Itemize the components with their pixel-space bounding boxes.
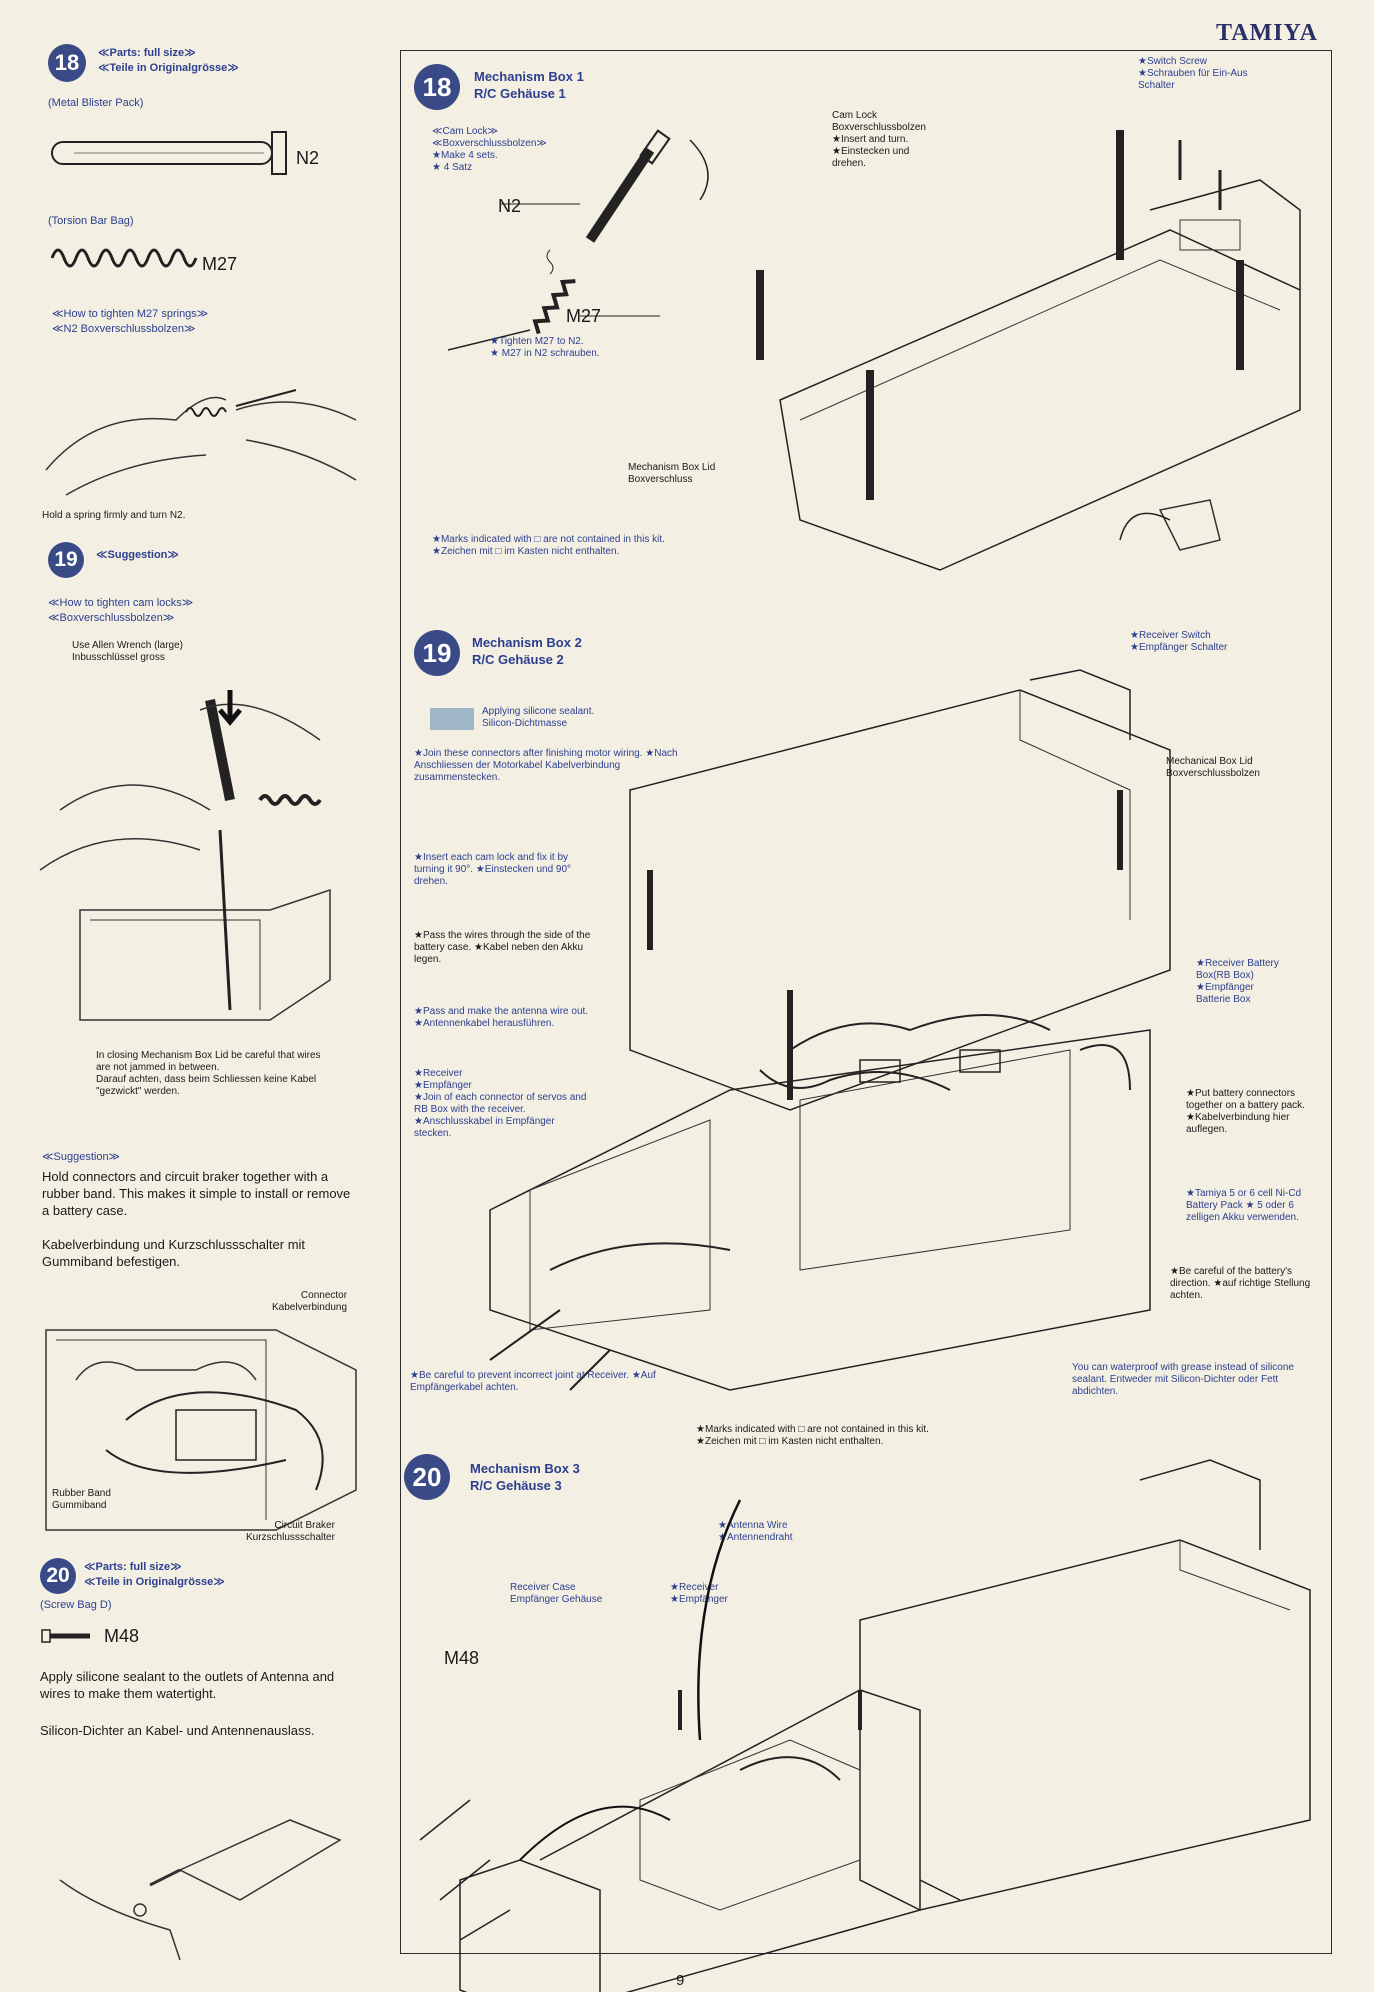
sealant-legend: Applying silicone sealant. Silicon-Dicht… — [482, 706, 595, 729]
s18-caption: Hold a spring firmly and turn N2. — [42, 510, 186, 521]
s18-howto-en: ≪How to tighten M27 springs≫ — [52, 308, 209, 320]
mb2-marks-note: ★Marks indicated with □ are not containe… — [696, 1424, 929, 1447]
box-lid-label: Mechanism Box Lid Boxverschluss — [628, 462, 716, 485]
s18-title-en: ≪Parts: full size≫ — [98, 47, 196, 59]
mb3-m48-label: M48 — [444, 1648, 480, 1668]
s20-text-de: Silicon-Dichter an Kabel- und Antennenau… — [40, 1723, 315, 1738]
mb1-title-de: R/C Gehäuse 1 — [474, 86, 566, 101]
grease-note: You can waterproof with grease instead o… — [1072, 1362, 1294, 1397]
mb1-title-en: Mechanism Box 1 — [474, 69, 584, 84]
brand-logo: TAMIYA — [1216, 20, 1319, 46]
m27-spring-drawing — [50, 248, 198, 268]
s19-howto-en: ≪How to tighten cam locks≫ — [48, 597, 194, 609]
tighten-note: ★Tighten M27 to N2. ★ M27 in N2 schraube… — [490, 336, 600, 359]
pass-wires-note: ★Pass the wires through the side of the … — [414, 930, 591, 965]
step-20-badge-left: 20 — [40, 1558, 76, 1594]
mb2-title-de: R/C Gehäuse 2 — [472, 652, 564, 667]
receiver-label: ★Receiver ★Empfänger — [670, 1582, 728, 1605]
cam-lock-hands-illustration — [39, 690, 331, 1021]
n2-label: N2 — [296, 148, 320, 168]
box-lid-bolt-label: Mechanical Box Lid Boxverschlussbolzen — [1166, 756, 1260, 779]
circuit-breaker-label: Circuit Braker Kurzschlussschalter — [246, 1520, 335, 1543]
s19-sugg-en: Hold connectors and circuit braker toget… — [42, 1169, 351, 1218]
mechanism-box-3-illustration — [419, 1459, 1311, 1992]
s18-bag2: (Torsion Bar Bag) — [48, 215, 134, 227]
s20-bag: (Screw Bag D) — [40, 1599, 112, 1611]
s20-part-label: M48 — [104, 1626, 140, 1646]
step-18-badge-main: 18 — [414, 64, 460, 110]
s19-title: ≪Suggestion≫ — [96, 549, 179, 561]
s18-howto-de: ≪N2 Boxverschlussbolzen≫ — [52, 323, 196, 335]
step-19-badge-main: 19 — [414, 630, 460, 676]
switch-screw-note: ★Switch Screw ★Schrauben für Ein-Aus Sch… — [1138, 56, 1248, 91]
sealant-swatch — [430, 708, 474, 730]
hands-spring-illustration — [45, 389, 357, 496]
n2-part-drawing — [51, 131, 287, 175]
mb1-m27-label: M27 — [566, 306, 602, 326]
camlock-left-note: ≪Cam Lock≫ ≪Boxverschlussbolzen≫ ★Make 4… — [432, 126, 547, 173]
mechanism-box-2-illustration — [489, 669, 1171, 1391]
connector-label: Connector Kabelverbindung — [272, 1290, 348, 1313]
battery-rubber-band-illustration — [45, 1329, 357, 1531]
antenna-wire-label: ★Antenna Wire ★Antennendraht — [718, 1520, 793, 1543]
s19-howto-de: ≪Boxverschlussbolzen≫ — [48, 612, 175, 624]
s19-jam-note: In closing Mechanism Box Lid be careful … — [96, 1050, 321, 1097]
m48-screw-drawing — [41, 1629, 90, 1643]
n2-m27-assembly-illustration — [447, 129, 709, 351]
s19-wrench-label: Use Allen Wrench (large) Inbusschlüssel … — [72, 640, 183, 663]
s20-title-en: ≪Parts: full size≫ — [84, 1561, 182, 1573]
insert-camlock-note: ★Insert each cam lock and fix it by turn… — [414, 852, 572, 887]
tamiya-pack-note: ★Tamiya 5 or 6 cell Ni-Cd Battery Pack ★… — [1186, 1188, 1302, 1223]
put-battery-note: ★Put battery connectors together on a ba… — [1186, 1088, 1305, 1135]
antenna-out-note: ★Pass and make the antenna wire out. ★An… — [414, 1006, 589, 1029]
s19-sugg-title: ≪Suggestion≫ — [42, 1151, 121, 1163]
rubber-band-label: Rubber Band Gummiband — [52, 1488, 111, 1511]
s20-text-en: Apply silicone sealant to the outlets of… — [40, 1669, 335, 1701]
mb1-marks-note: ★Marks indicated with □ are not containe… — [432, 534, 665, 557]
sealant-tube-illustration — [59, 1819, 342, 1961]
step-19-badge: 19 — [48, 542, 84, 578]
mb1-n2-label: N2 — [498, 196, 522, 216]
receiver-case-label: Receiver Case Empfänger Gehäuse — [510, 1582, 603, 1605]
page-number: 9 — [676, 1972, 685, 1989]
mechanism-box-lid-illustration — [756, 130, 1301, 571]
s19-sugg-de: Kabelverbindung und Kurzschlussschalter … — [42, 1237, 306, 1269]
mb3-title-en: Mechanism Box 3 — [470, 1461, 580, 1476]
main-frame — [400, 50, 1332, 1954]
step-18-badge: 18 — [48, 44, 86, 82]
s18-title-de: ≪Teile in Originalgrösse≫ — [98, 62, 239, 74]
incorrect-joint-note: ★Be careful to prevent incorrect joint a… — [410, 1370, 656, 1393]
rb-box-label: ★Receiver Battery Box(RB Box) ★Empfänger… — [1196, 958, 1279, 1005]
receiver-switch-label: ★Receiver Switch ★Empfänger Schalter — [1130, 630, 1228, 653]
step-20-badge-main: 20 — [404, 1454, 450, 1500]
s18-bag1: (Metal Blister Pack) — [48, 97, 144, 109]
s20-title-de: ≪Teile in Originalgrösse≫ — [84, 1576, 225, 1588]
battery-direction-note: ★Be careful of the battery's direction. … — [1170, 1266, 1311, 1301]
camlock-right-note: Cam Lock Boxverschlussbolzen ★Insert and… — [832, 110, 926, 169]
receiver-join-note: ★Receiver ★Empfänger ★Join of each conne… — [414, 1068, 587, 1139]
mb2-title-en: Mechanism Box 2 — [472, 635, 582, 650]
m27-label: M27 — [202, 254, 238, 274]
join-connectors-note: ★Join these connectors after finishing m… — [414, 748, 678, 783]
mb3-title-de: R/C Gehäuse 3 — [470, 1478, 562, 1493]
